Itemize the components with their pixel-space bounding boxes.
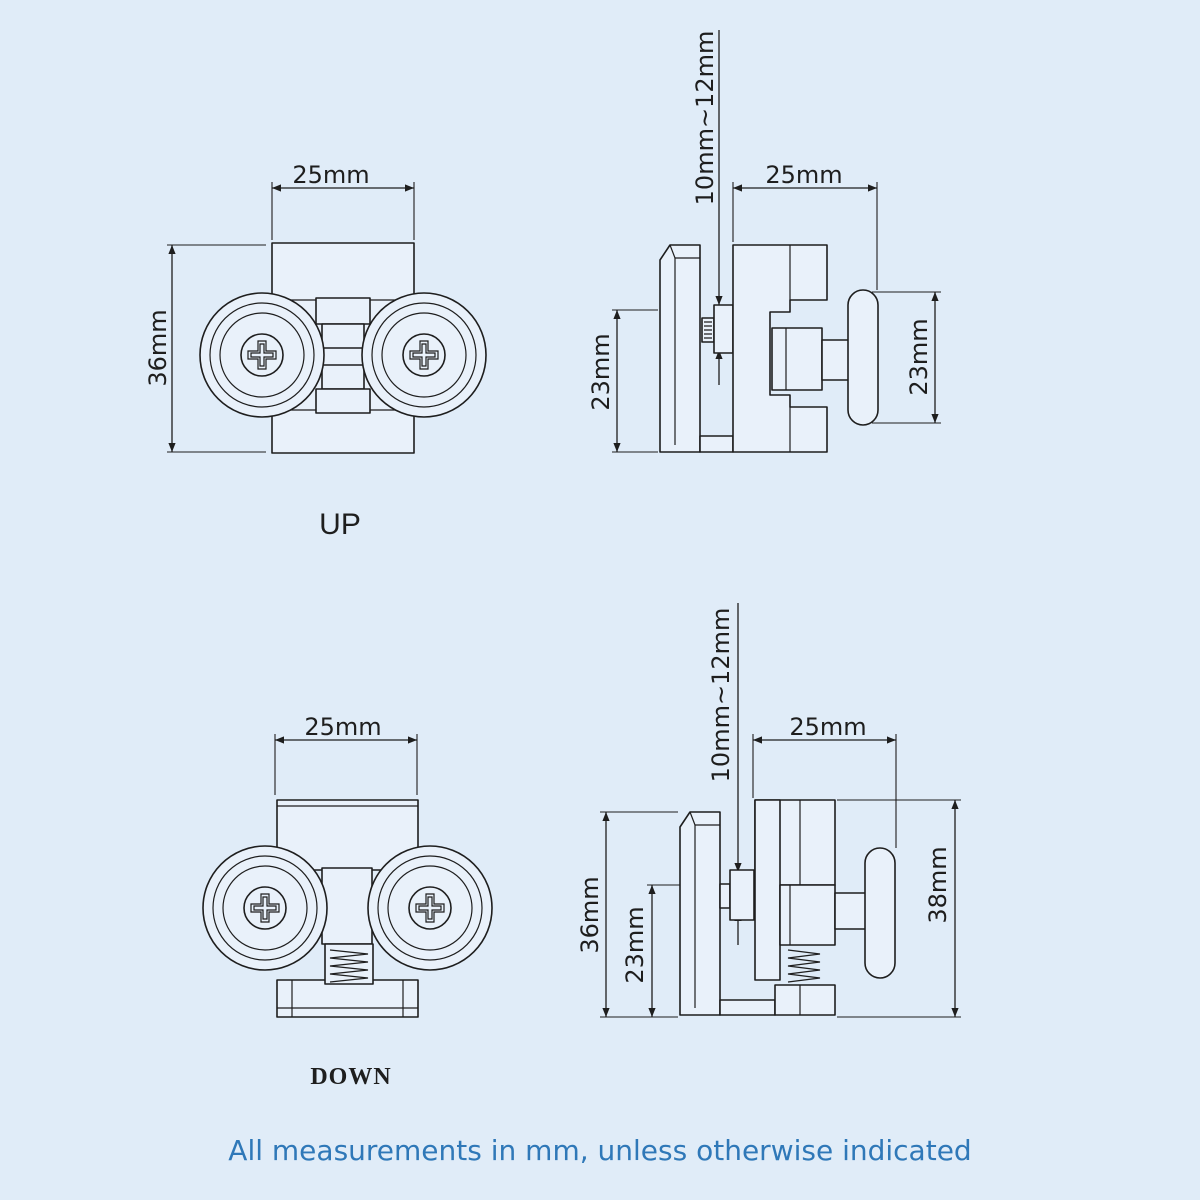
connector-block bbox=[771, 327, 823, 391]
footer-note: All measurements in mm, unless otherwise… bbox=[228, 1134, 972, 1167]
width-label: 25mm bbox=[292, 161, 369, 189]
bolt-nut bbox=[713, 304, 734, 354]
screw-head-icon bbox=[408, 886, 452, 930]
plate-edge bbox=[689, 811, 696, 826]
up-front-view: 25mm 36mm UP bbox=[144, 161, 487, 541]
screw-head-icon bbox=[402, 333, 446, 377]
base-tab bbox=[699, 435, 734, 453]
adjust-label: 10mm~12mm bbox=[691, 31, 719, 206]
spring-base bbox=[774, 984, 836, 1016]
bracket-wall bbox=[754, 799, 781, 981]
down-front-view: 25mm DOWN bbox=[202, 713, 493, 1090]
connector-block bbox=[779, 884, 836, 946]
spring-housing bbox=[276, 979, 419, 1018]
overall-height-label: 38mm bbox=[924, 846, 952, 923]
height-label: 36mm bbox=[144, 309, 172, 386]
left-height-label: 23mm bbox=[587, 333, 615, 410]
down-side-view: 10mm~12mm 25mm 36mm 23mm 38mm bbox=[576, 603, 961, 1018]
screw-head-icon bbox=[243, 886, 287, 930]
right-wheel bbox=[361, 292, 487, 418]
inner-height-label: 23mm bbox=[621, 906, 649, 983]
bolt-nut bbox=[729, 869, 755, 921]
bracket-body bbox=[732, 244, 828, 453]
up-side-view: 10mm~12mm 25mm 23mm 23mm bbox=[587, 30, 941, 453]
adjust-knob bbox=[864, 847, 896, 979]
spring-coil bbox=[329, 949, 369, 983]
knob-stem bbox=[834, 892, 868, 930]
left-wheel bbox=[199, 292, 325, 418]
screw-head-icon bbox=[240, 333, 284, 377]
spring-coil bbox=[787, 949, 821, 983]
left-wheel bbox=[202, 845, 328, 971]
axle-block bbox=[321, 323, 365, 349]
knob-stem bbox=[821, 339, 851, 381]
axle-block bbox=[321, 364, 365, 390]
axle-block bbox=[315, 388, 371, 414]
axle-block bbox=[315, 297, 371, 325]
thread-lines bbox=[704, 321, 712, 339]
adjust-label: 10mm~12mm bbox=[707, 608, 735, 783]
width-label: 25mm bbox=[304, 713, 381, 741]
width-label: 25mm bbox=[789, 713, 866, 741]
clamp-plate bbox=[679, 811, 721, 1016]
adjust-knob bbox=[847, 289, 879, 426]
clamp-plate bbox=[659, 244, 701, 453]
right-height-label: 23mm bbox=[905, 318, 933, 395]
down-caption: DOWN bbox=[310, 1064, 391, 1090]
right-wheel bbox=[367, 845, 493, 971]
bolt-thread bbox=[719, 883, 731, 909]
plate-edge bbox=[669, 244, 676, 259]
width-label: 25mm bbox=[765, 161, 842, 189]
base-tab bbox=[719, 999, 776, 1016]
outer-height-label: 36mm bbox=[576, 876, 604, 953]
axle-block bbox=[321, 867, 373, 945]
up-caption: UP bbox=[319, 508, 361, 541]
